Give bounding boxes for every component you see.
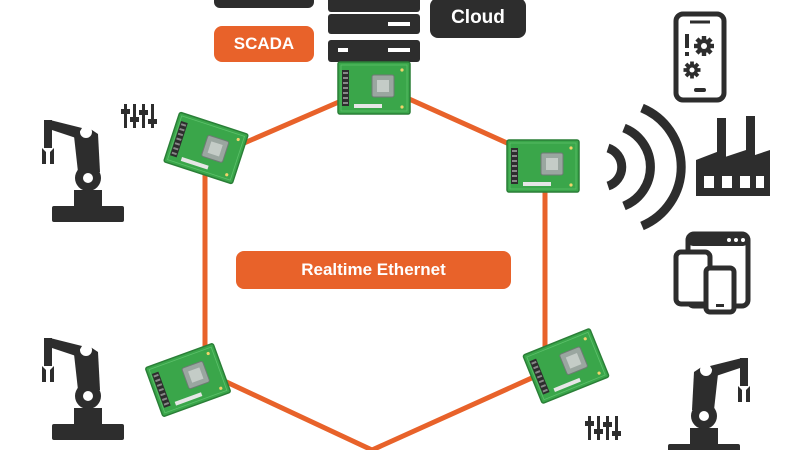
tablet-phone-icon [673,231,751,315]
smartphone-gears-icon [673,11,727,103]
scada-label: SCADA [214,26,314,62]
robot-arm-icon [42,120,124,222]
embedded-board-icon [506,139,580,193]
equalizer-icon [585,416,621,440]
wireless-signal-icon [606,103,686,231]
robot-arm-icon [668,358,750,450]
embedded-board-icon [162,111,250,185]
embedded-board-icon [337,61,411,115]
embedded-board-icon [522,327,610,405]
network-label: Realtime Ethernet [236,251,511,289]
robot-arm-icon [42,338,124,440]
factory-icon [696,116,770,196]
ethernet-ring [202,82,548,450]
server-rack-icon [214,0,420,62]
equalizer-icon [121,104,157,128]
embedded-board-icon [144,342,232,418]
cloud-label: Cloud [430,0,526,38]
